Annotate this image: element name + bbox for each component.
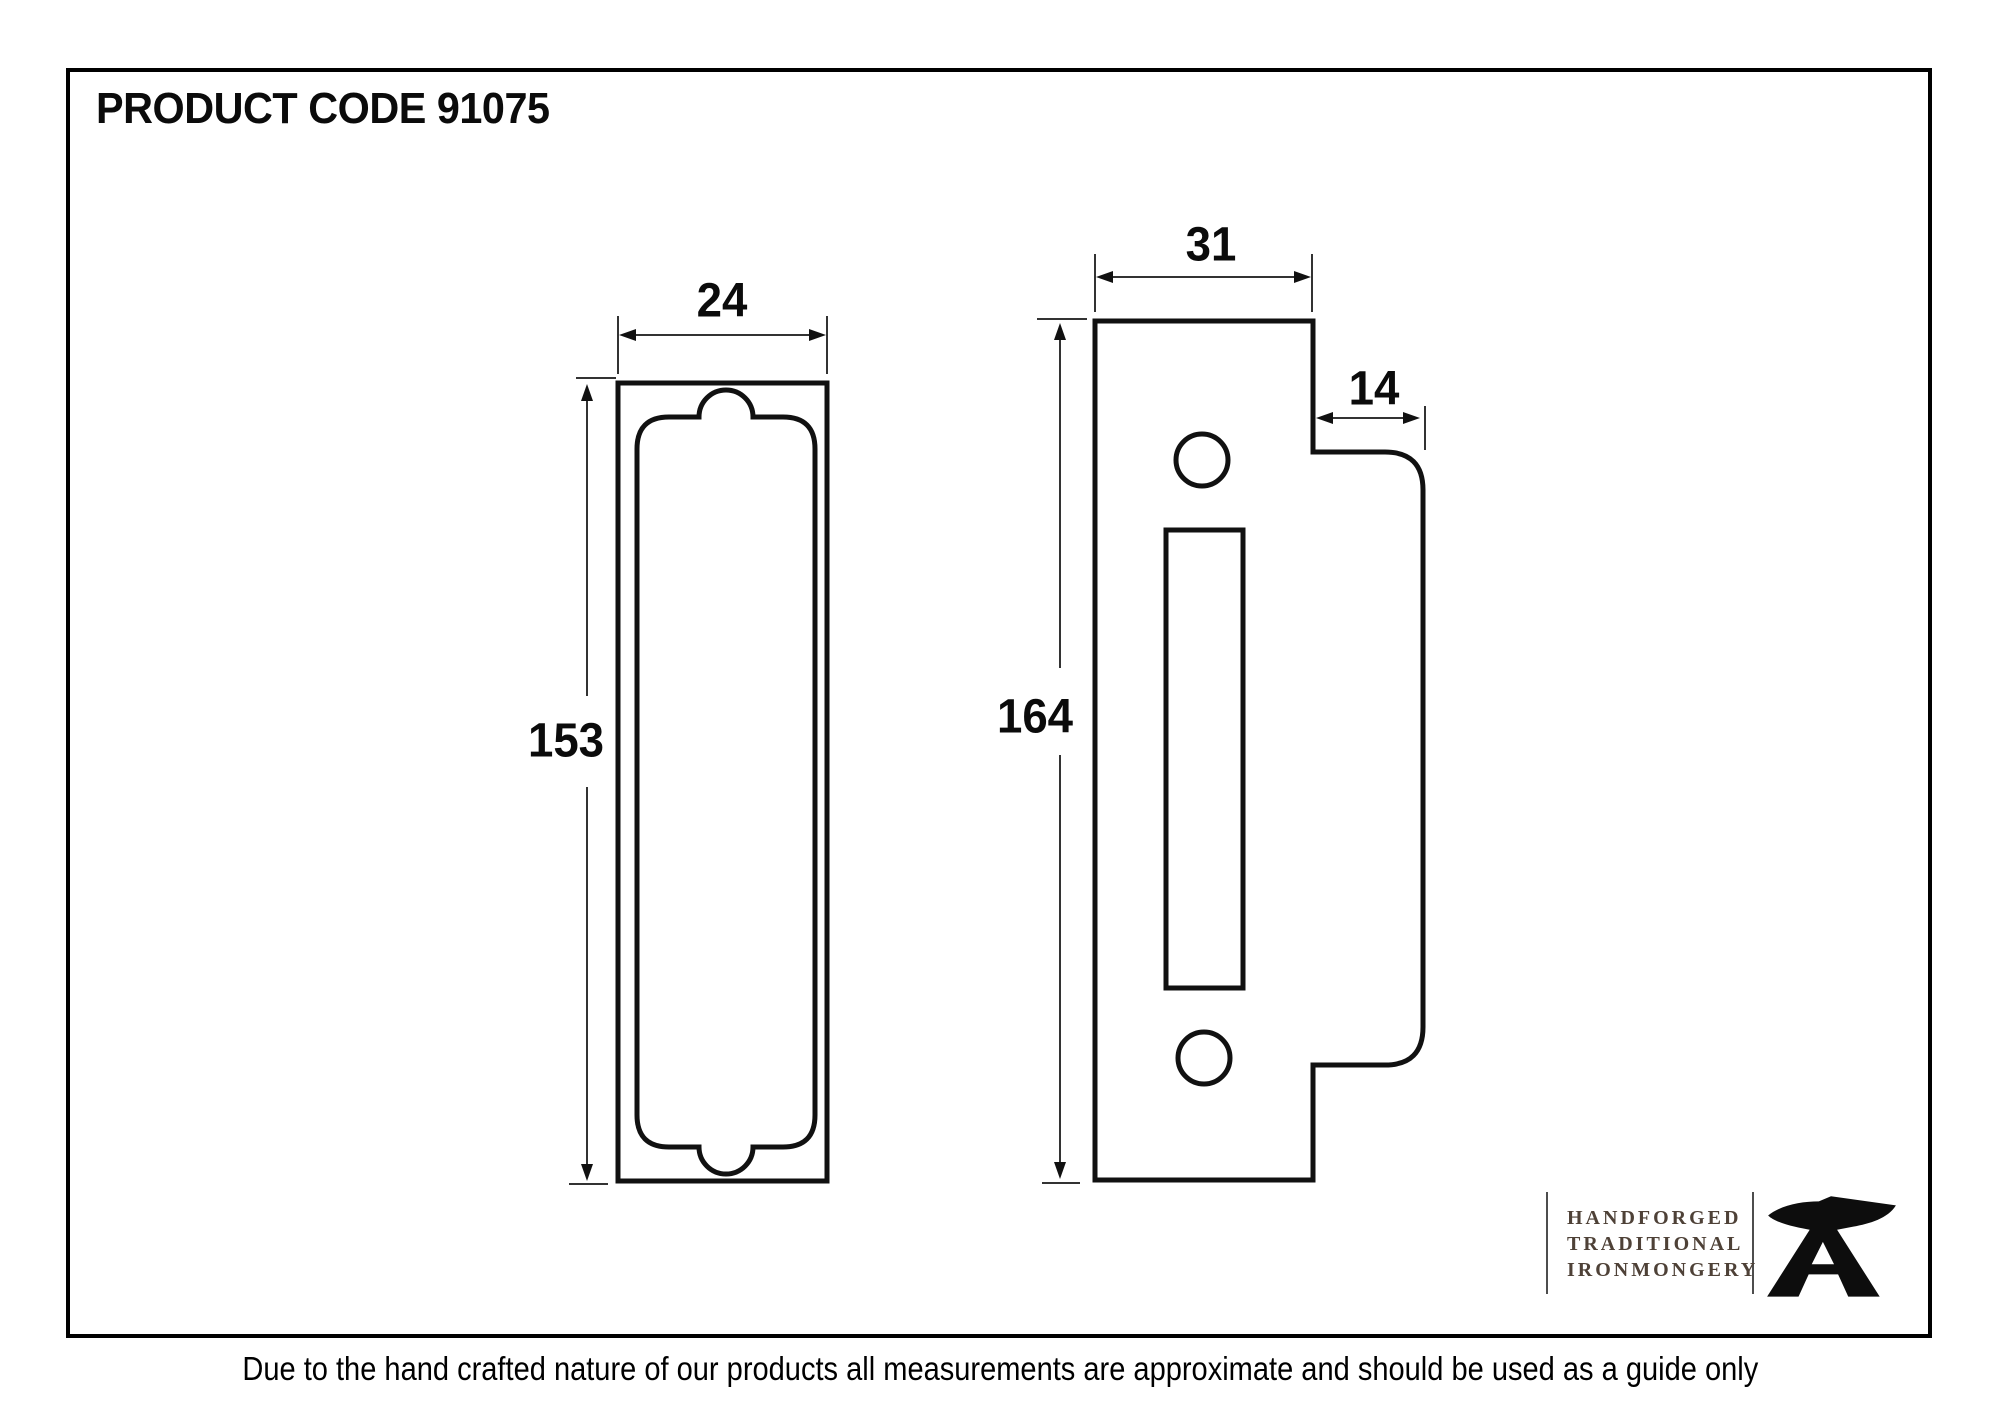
faceplate-height-dimension [569,377,616,1185]
strikeplate-screw-hole-bottom [1175,1029,1233,1087]
strikeplate-bolt-slot [1163,527,1246,991]
strikeplate-lip-label: 14 [1348,362,1400,416]
arrowhead-right [1294,271,1311,283]
faceplate-view [615,380,830,1184]
faceplate-recess-outline [634,387,818,1177]
faceplate-width-label: 24 [696,274,748,328]
brand-line-2: TRADITIONAL [1567,1233,1744,1255]
strikeplate-lip-dimension [1316,406,1426,450]
strikeplate-width-dimension [1094,254,1313,312]
page-title: PRODUCT CODE 91075 [96,84,550,133]
faceplate-height-label: 153 [527,714,605,768]
arrowhead-left [1096,271,1113,283]
disclaimer-text: Due to the hand crafted nature of our pr… [0,1350,2000,1388]
arrowhead-up [581,384,593,401]
arrowhead-up [1054,323,1066,340]
brand-line-1: HANDFORGED [1567,1207,1742,1229]
arrowhead-down [1054,1162,1066,1179]
arrowhead-left [1316,412,1333,424]
strikeplate-screw-hole-top [1173,431,1231,489]
arrowhead-down [581,1164,593,1181]
strikeplate-width-label: 31 [1185,218,1237,272]
brand-wordmark: HANDFORGED TRADITIONAL IRONMONGERY [1567,1205,1758,1283]
arrowhead-right [1403,412,1420,424]
faceplate-width-dimension [617,316,828,374]
strikeplate-outline [1092,318,1426,1183]
faceplate-outline [615,380,830,1184]
arrowhead-right [809,329,826,341]
arrowhead-left [619,329,636,341]
brand-line-3: IRONMONGERY [1567,1259,1759,1281]
strikeplate-height-label: 164 [996,690,1074,744]
anvil-shape [1767,1196,1896,1297]
disclaimer-label: Due to the hand crafted nature of our pr… [242,1350,1758,1387]
anvil-icon [1767,1196,1896,1297]
strikeplate-height-dimension [1037,318,1087,1184]
sheet-border [66,68,1932,1338]
logo-divider-left [1546,1192,1548,1294]
strikeplate-view [1092,318,1426,1183]
logo-divider-right [1752,1192,1754,1294]
